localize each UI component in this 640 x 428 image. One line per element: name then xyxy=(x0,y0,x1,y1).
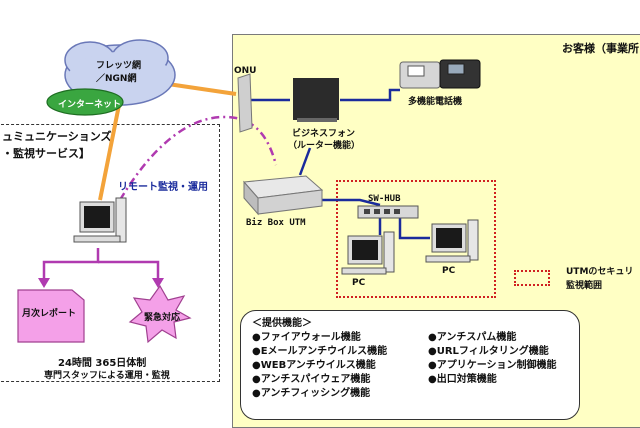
feature-item: ●アンチフィッシング機能 xyxy=(252,388,371,399)
utm-to-hub-line xyxy=(320,198,381,207)
utm-label: Biz Box UTM xyxy=(246,218,306,228)
pc1-label: PC xyxy=(352,278,366,288)
feature-item: ●出口対策機能 xyxy=(428,374,497,385)
feature-item: ●URLフィルタリング機能 xyxy=(428,346,549,357)
utm-monitoring-range-box xyxy=(336,180,496,298)
features-title: ＜提供機能＞ xyxy=(252,318,312,329)
business-phone-device xyxy=(293,78,339,122)
emergency-label: 緊急対応 xyxy=(144,313,181,323)
multifunction-phone-icon xyxy=(399,59,481,89)
monthly-report-label: 月次レポート xyxy=(22,309,77,319)
business-phone-label-line2: （ルーター機能） xyxy=(288,141,361,151)
support-line1: 24時間 365日体制 xyxy=(58,358,147,369)
utm-device xyxy=(242,175,324,216)
feature-item: ●アンチスパイウェア機能 xyxy=(252,374,371,385)
pc2-label: PC xyxy=(442,266,456,276)
feature-item: ●アンチスパム機能 xyxy=(428,332,517,343)
pc2-icon xyxy=(425,219,479,263)
onu-device xyxy=(237,73,253,133)
feature-item: ●ファイアウォール機能 xyxy=(252,332,361,343)
features-box xyxy=(240,310,580,420)
internet-ellipse xyxy=(46,88,124,116)
sw-hub-device xyxy=(357,205,419,219)
cloud-label-line2: ／NGN網 xyxy=(96,74,137,84)
arrow-to-emergency xyxy=(98,260,160,280)
cloud-to-onu-line xyxy=(167,82,237,96)
legend-line2: 監視範囲 xyxy=(566,281,603,291)
business-phone-label-line1: ビジネスフォン xyxy=(292,129,356,139)
customer-title: お客様（事業所 xyxy=(562,42,639,55)
emergency-star-icon xyxy=(128,284,192,344)
remote-monitoring-label: リモート監視・運用 xyxy=(118,182,208,193)
pc1-icon xyxy=(341,231,395,275)
legend-swatch xyxy=(514,270,550,286)
onu-label: ONU xyxy=(234,66,257,76)
router-to-phone-line xyxy=(340,88,400,102)
feature-item: ●WEBアンチウイルス機能 xyxy=(252,360,376,371)
internet-label: インターネット xyxy=(58,100,122,110)
service-title-line1: ュミュニケーションズ xyxy=(2,130,112,143)
router-to-utm-line xyxy=(298,147,312,176)
support-line2: 専門スタッフによる運用・監視 xyxy=(44,371,170,381)
multifunction-phone-label: 多機能電話機 xyxy=(408,97,463,107)
remote-monitoring-line xyxy=(118,115,278,201)
cloud-to-monitor-line xyxy=(98,99,122,201)
arrow-to-monthly-report xyxy=(42,248,100,280)
feature-item: ●アプリケーション制御機能 xyxy=(428,360,557,371)
sw-hub-label: SW-HUB xyxy=(368,194,401,204)
feature-item: ●Eメールアンチウイルス機能 xyxy=(252,346,388,357)
legend-line1: UTMのセキュリ xyxy=(566,267,634,277)
cloud-label-line1: フレッツ網 xyxy=(96,61,142,71)
service-title-line2: ・監視サービス】 xyxy=(2,147,90,160)
hub-to-pc2-line xyxy=(398,218,430,240)
monthly-report-page-icon xyxy=(17,289,85,343)
monitoring-pc-icon xyxy=(73,197,127,243)
